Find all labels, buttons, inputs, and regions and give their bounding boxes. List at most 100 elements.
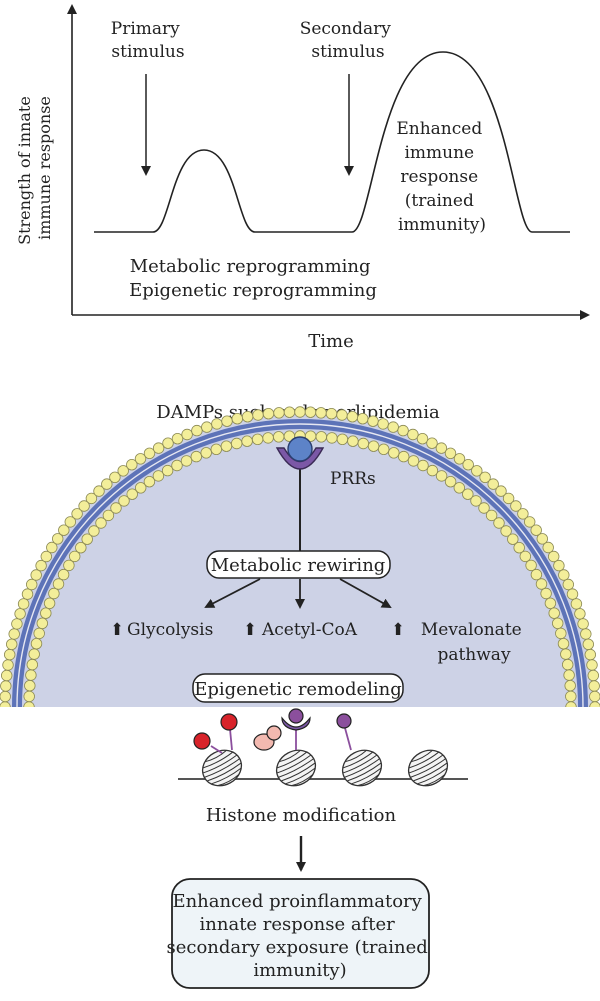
lipid-head-inner	[172, 460, 183, 471]
secondary-stimulus-label: Secondary stimulus	[300, 19, 397, 62]
lipid-head-outer	[3, 660, 14, 671]
primary-line2: stimulus	[111, 42, 184, 62]
lipid-head-outer	[337, 410, 348, 421]
nucleosome	[196, 744, 247, 793]
secondary-line2: stimulus	[311, 42, 384, 62]
lipid-head-inner	[566, 702, 577, 713]
lipid-head-inner	[327, 433, 338, 444]
secondary-line1: Secondary	[300, 19, 392, 39]
acetyl-up-icon: ⬆	[243, 620, 257, 640]
lipid-head-inner	[231, 438, 242, 449]
lipid-head-inner	[221, 441, 232, 452]
lipid-head-outer	[15, 609, 26, 620]
mark-stem-4	[345, 728, 351, 750]
lipid-head-inner	[252, 434, 263, 445]
lipid-head-outer	[567, 589, 578, 600]
lipid-head-inner	[25, 680, 36, 691]
lipid-head-inner	[368, 441, 379, 452]
lipid-head-inner	[562, 659, 573, 670]
lipid-head-inner	[398, 451, 409, 462]
lipid-head-inner	[427, 465, 438, 476]
chromatin	[178, 709, 468, 792]
lipid-head-inner	[53, 579, 64, 590]
lipid-head-outer	[554, 560, 565, 571]
lipid-head-outer	[398, 425, 409, 436]
lipid-head-inner	[531, 569, 542, 580]
lipid-head-outer	[316, 408, 327, 419]
lipid-head-outer	[212, 419, 223, 430]
nucleosome	[336, 744, 387, 793]
lipid-head-inner	[408, 456, 419, 467]
histone-mark-purple-2	[337, 714, 351, 728]
lipid-head-inner	[263, 433, 274, 444]
x-axis-label: Time	[308, 331, 353, 352]
lipid-head-inner	[191, 451, 202, 462]
lipid-head-outer	[417, 433, 428, 444]
lipid-head-outer	[357, 413, 368, 424]
lipid-head-outer	[583, 639, 594, 650]
lipid-head-inner	[536, 579, 547, 590]
enhanced-line2: immune	[404, 143, 474, 163]
y-axis-label: Strength of innate immune response	[15, 91, 54, 245]
lipid-head-inner	[566, 691, 577, 702]
enhanced-line5: immunity)	[398, 215, 486, 235]
lipid-head-outer	[202, 422, 213, 433]
reprog-line2: Epigenetic reprogramming	[129, 280, 377, 301]
lipid-head-outer	[378, 419, 389, 430]
outcome-line1: Enhanced proinflammatory	[172, 891, 422, 912]
lipid-head-outer	[163, 438, 174, 449]
metabolic-rewiring-box: Metabolic rewiring	[207, 551, 390, 578]
nucleosome	[270, 744, 321, 793]
lipid-head-inner	[242, 436, 253, 447]
lipid-head-outer	[571, 599, 582, 610]
lipid-head-inner	[565, 680, 576, 691]
lipid-head-inner	[389, 448, 400, 459]
lipid-head-inner	[564, 670, 575, 681]
lipid-head-inner	[418, 460, 429, 471]
lipid-head-outer	[0, 691, 11, 702]
lipid-head-inner	[378, 444, 389, 455]
outcome-line3: secondary exposure (trained	[167, 937, 428, 958]
primary-stimulus-label: Primary stimulus	[111, 19, 185, 62]
lipid-head-inner	[558, 638, 569, 649]
lipid-head-outer	[253, 410, 264, 421]
lipid-head-inner	[348, 436, 359, 447]
nucleosome	[402, 744, 453, 793]
lipid-head-outer	[242, 411, 253, 422]
lipid-head-inner	[24, 702, 35, 713]
lipid-head-outer	[589, 681, 600, 692]
response-graph: Strength of innate immune response Time …	[15, 6, 588, 352]
lipid-head-outer	[18, 599, 29, 610]
lipid-head-inner	[44, 598, 55, 609]
lipid-head-outer	[274, 408, 285, 419]
lipid-head-outer	[222, 416, 233, 427]
lipid-head-outer	[12, 619, 23, 630]
lipid-head-outer	[31, 570, 42, 581]
lipid-head-outer	[563, 579, 574, 590]
response-curve	[94, 52, 570, 232]
lipid-head-outer	[1, 681, 12, 692]
outcome-box: Enhanced proinflammatory innate response…	[167, 879, 434, 988]
lipid-head-inner	[211, 444, 222, 455]
lipid-head-outer	[232, 413, 243, 424]
lipid-head-outer	[368, 416, 379, 427]
lipid-head-outer	[9, 629, 20, 640]
histone-modification-label: Histone modification	[206, 805, 397, 826]
lipid-head-outer	[578, 619, 589, 630]
metabolic-box-label: Metabolic rewiring	[211, 555, 386, 576]
lipid-head-outer	[4, 649, 15, 660]
lipid-head-inner	[561, 649, 572, 660]
y-axis-label-line2: immune response	[35, 96, 54, 240]
lipid-head-outer	[588, 670, 599, 681]
lipid-head-outer	[22, 589, 33, 600]
histone-mark-red-1	[194, 733, 210, 749]
lipid-head-inner	[526, 560, 537, 571]
lipid-head-outer	[590, 691, 600, 702]
outcome-line2: innate response after	[200, 914, 396, 935]
lipid-head-outer	[427, 438, 438, 449]
histone-mark-red-2	[221, 714, 237, 730]
epigenetic-remodeling-box: Epigenetic remodeling	[193, 674, 403, 702]
lipid-head-outer	[263, 408, 274, 419]
damp-ligand	[288, 437, 312, 461]
lipid-head-outer	[305, 407, 316, 418]
